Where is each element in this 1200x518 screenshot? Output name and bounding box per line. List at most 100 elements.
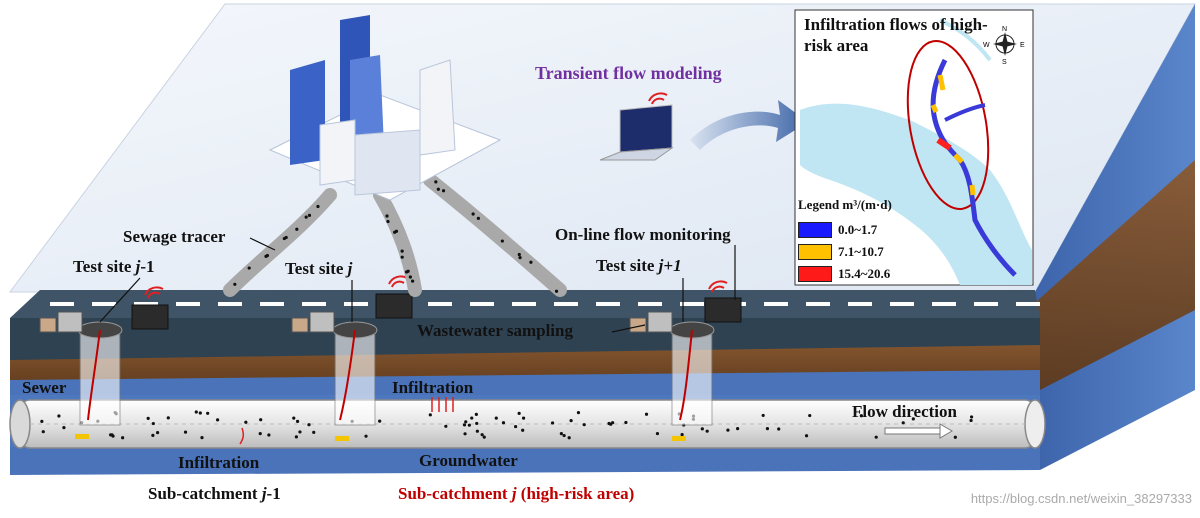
test-site-j-1-label: Test site j-1 [73,257,155,276]
pipe-particles [40,410,974,440]
tracer-particle [57,414,61,418]
tracer-particle [470,416,474,420]
tracer-particles [233,180,559,293]
infiltration-bottom-label: Infiltration [178,453,260,472]
road-dash [890,302,914,306]
tracer-particle [859,414,863,418]
tracer-particle [378,419,382,423]
watermark: https://blog.csdn.net/weixin_38297333 [970,491,1192,506]
tracer-particle [316,204,320,209]
tracer-particle [463,432,467,436]
manhole-j [332,321,378,441]
tracer-particle [40,419,44,423]
tracer-particle [259,418,263,422]
tracer-particle [726,428,730,432]
tracer-particle [969,418,973,423]
infiltration-arrow-small [239,427,245,445]
test-site-j-plus-1-label: Test site j+1 [596,256,682,275]
tracer-particle [393,230,397,234]
compass-w: W [983,42,990,49]
road-dash [92,302,116,306]
tracer-particle [550,421,555,425]
tracer-particle [292,416,296,420]
tracer-particle [436,187,440,191]
road-dash [638,302,662,306]
tracer-particle [151,421,155,426]
sewer-label: Sewer [22,378,67,397]
legend-item: 15.4~20.6 [798,263,892,285]
road-dash [302,302,326,306]
tracer-particle [482,435,486,439]
tracer-particle [808,413,812,418]
manhole-j-plus-1 [669,321,715,441]
sampler-device-j [291,293,413,333]
infiltration-top-label: Infiltration [392,378,474,397]
tracer-particle [109,433,113,437]
tracer-particle [444,424,448,428]
tracer-particle [474,412,478,416]
tracer-particle [518,256,522,260]
tracer-particle [569,418,573,423]
tracer-particle [705,429,709,433]
tracer-particle [41,430,45,434]
road-dash [344,302,368,306]
wastewater-sampling-label: Wastewater sampling [417,321,573,340]
legend-label: 15.4~20.6 [838,266,891,281]
road-dash [512,302,536,306]
road-dash [134,302,158,306]
legend-swatch [798,244,832,260]
road-dash [974,302,998,306]
laptop-icon [599,104,674,161]
tracer-particle [294,435,298,439]
tracer-particle [471,212,475,216]
tracer-particle [501,421,506,425]
tracer-particle [183,430,188,434]
compass-n: N [1002,26,1007,33]
legend-item: 7.1~10.7 [798,241,892,263]
map-legend: Legend m³/(m·d) 0.0~1.7 7.1~10.7 15.4~20… [798,197,892,285]
tracer-particle [517,411,521,415]
tracer-particle [408,275,412,279]
tracer-particle [562,433,566,438]
tracer-particle [216,418,220,422]
tracer-particle [244,420,248,424]
road-dash [1016,302,1040,306]
tracer-particle [304,215,308,219]
tracer-particle [146,416,150,420]
tracer-particle [655,431,660,436]
road-dash [50,302,74,306]
right-side-block [1035,4,1195,470]
modeling-arrow [690,100,808,150]
tracer-particle [476,216,480,220]
tracer-particle [267,433,271,437]
tracer-particle [464,420,468,424]
city-icon [268,15,502,201]
compass-e: E [1020,42,1025,49]
tracer-particle [411,279,415,283]
legend-label: 0.0~1.7 [838,222,878,237]
sampler-device-j-1 [39,304,169,333]
tracer-particle [206,411,210,415]
tracer-particle [462,423,467,427]
tracer-particle [765,427,770,431]
tracer-particle [400,255,404,259]
tracer-particle [874,435,878,439]
subcatchment-j-label: Sub-catchment j (high-risk area) [398,484,635,503]
tracer-particle [284,235,288,240]
tracer-particle [121,436,125,440]
infiltration-arrows [431,397,454,412]
compass-icon [993,32,1017,56]
tracer-particle [386,219,390,224]
tracer-particle [198,411,202,415]
tracer-particle [576,411,581,415]
tracer-particle [582,423,586,427]
sampler-device-j-plus-1 [629,297,742,333]
tracer-particle [441,189,446,193]
tracer-particle [166,416,170,420]
road-dash [680,302,704,306]
tracer-particle [247,266,251,270]
tracer-particle [554,289,559,293]
legend-swatch [798,222,832,238]
wifi-icon [144,92,728,299]
